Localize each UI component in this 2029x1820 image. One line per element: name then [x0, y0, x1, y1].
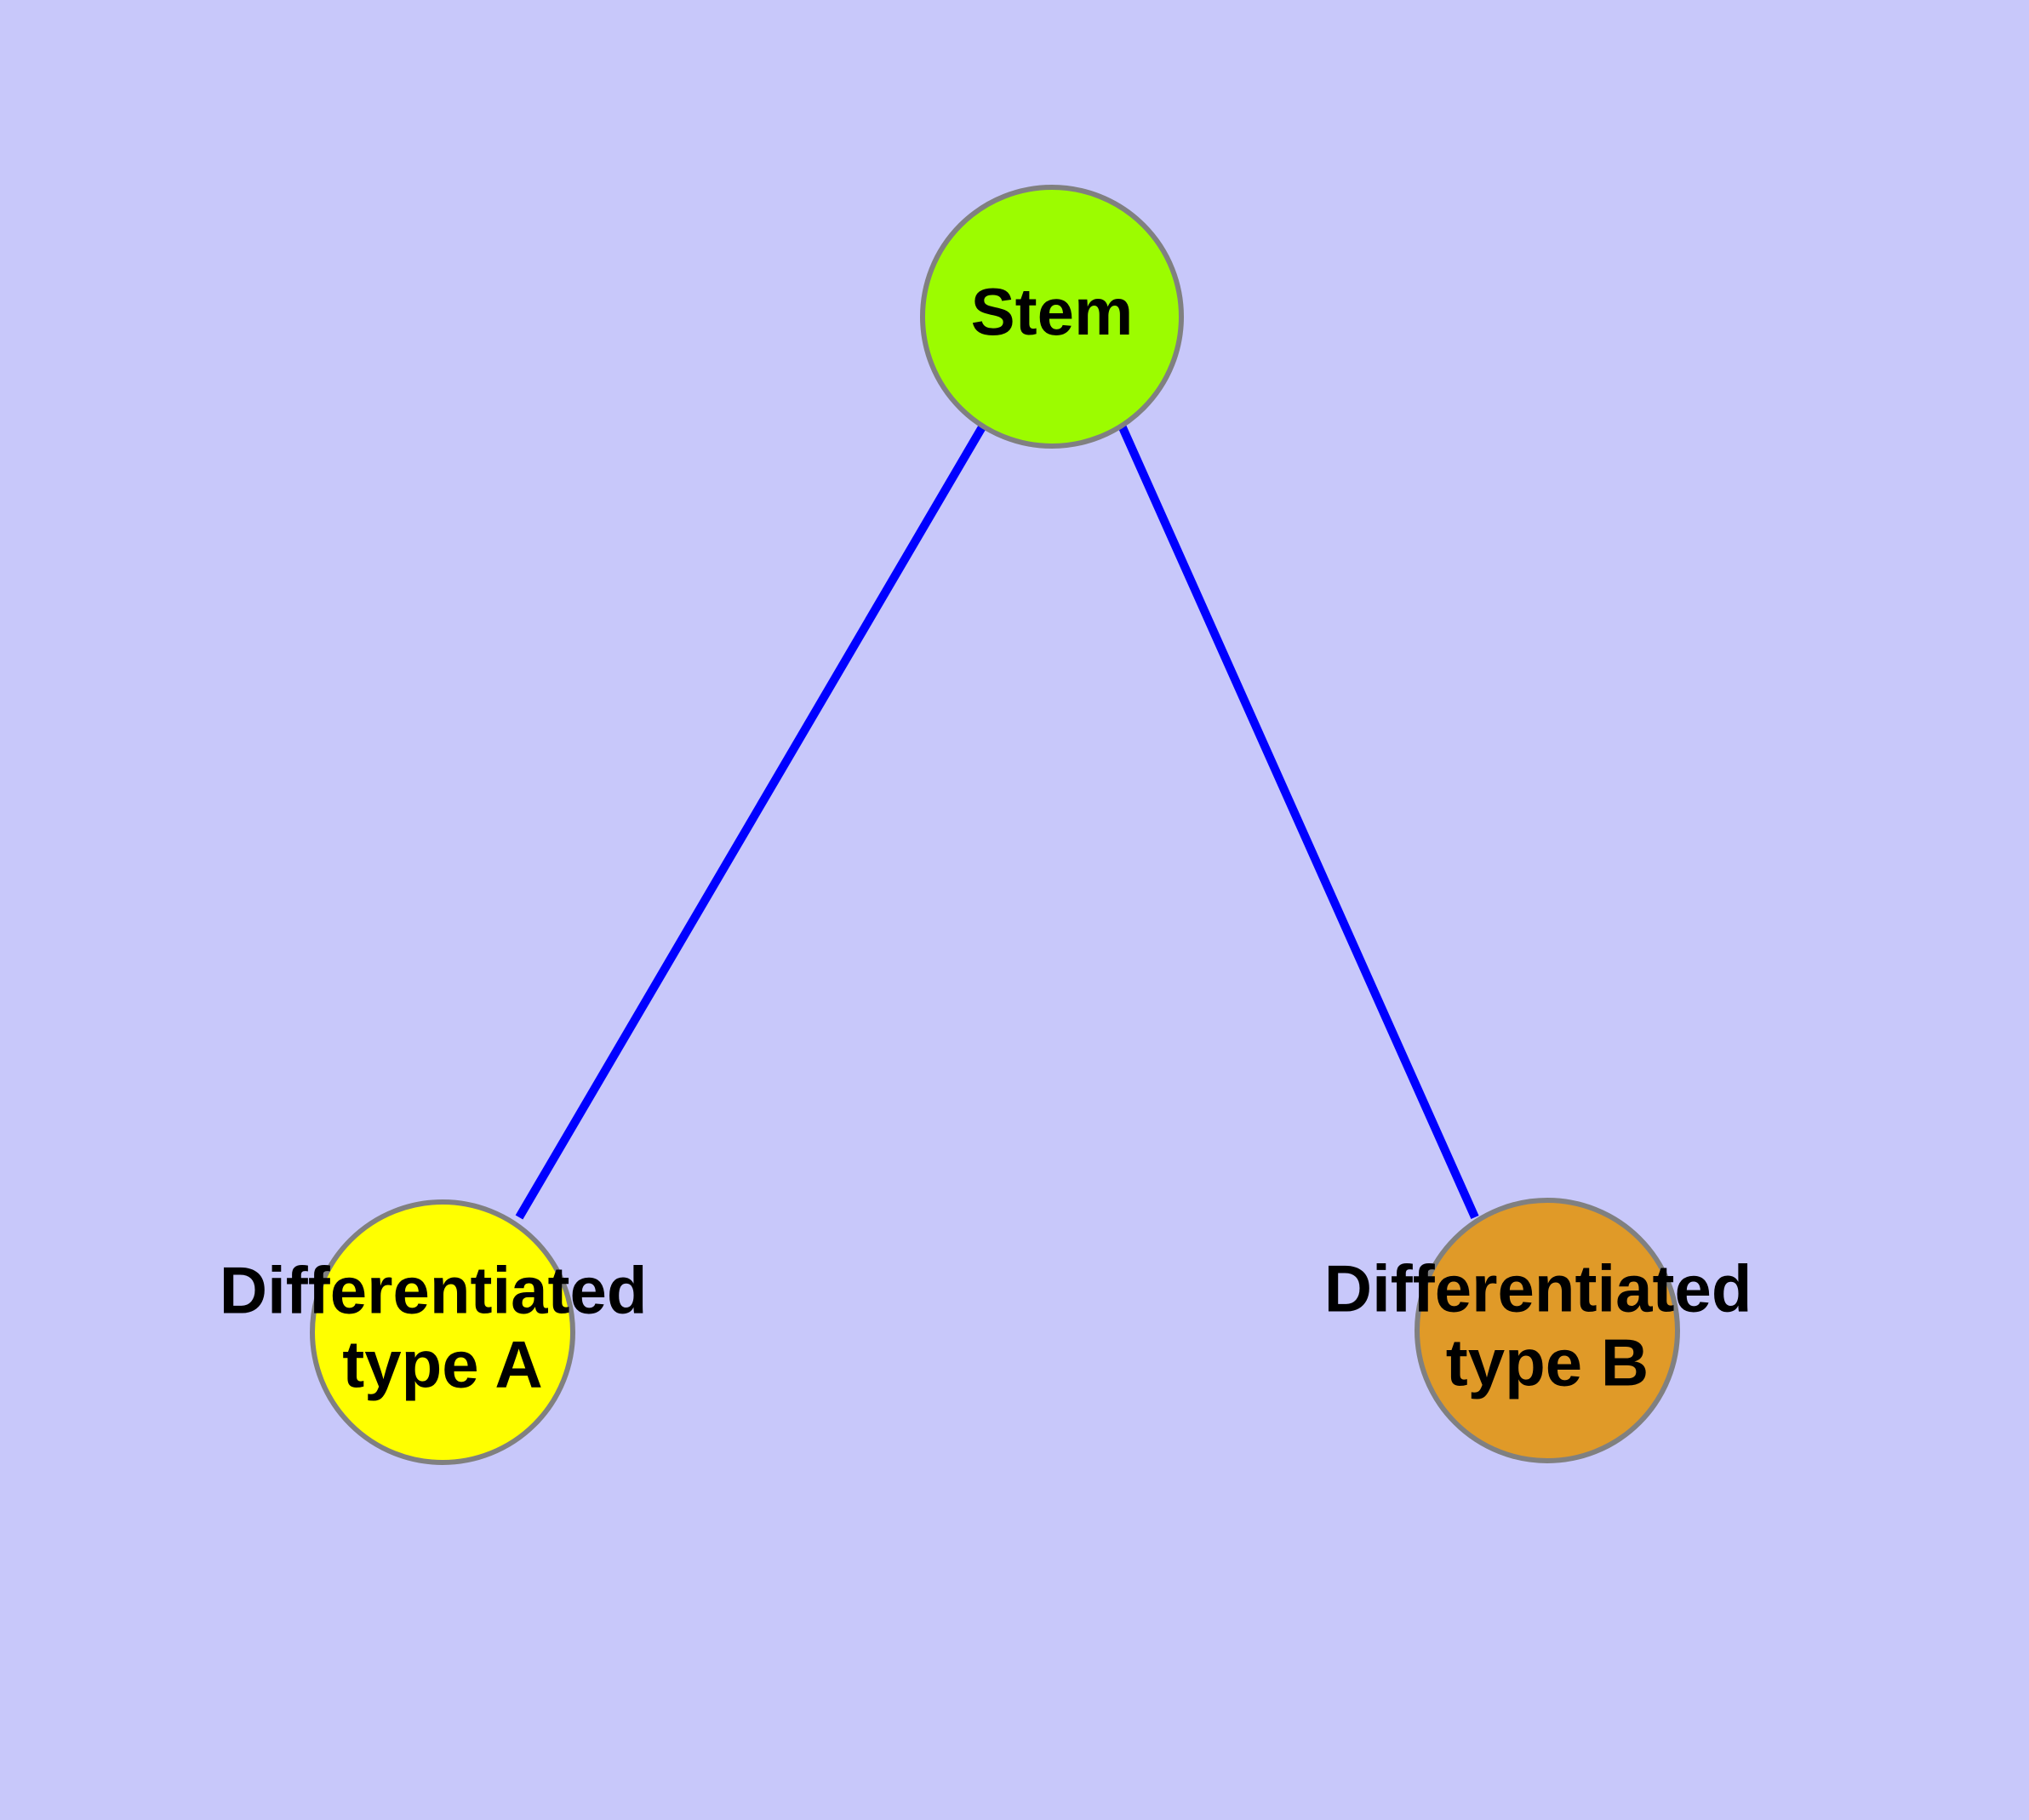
node-differentiated-type-a[interactable]: Differentiated type A	[220, 1199, 666, 1465]
node-label-stem: Stem	[971, 274, 1134, 349]
edge-stem-to-differentiated-type-a	[515, 423, 987, 1220]
edges-group	[515, 423, 1479, 1220]
node-label-differentiated-type-a: Differentiated type A	[220, 1252, 666, 1401]
edge-stem-to-differentiated-type-b	[1117, 423, 1479, 1220]
node-circle-differentiated-type-b[interactable]	[1415, 1198, 1680, 1463]
node-circle-differentiated-type-a[interactable]	[310, 1199, 575, 1465]
node-stem[interactable]: Stem	[920, 185, 1184, 449]
node-circle-stem[interactable]	[920, 185, 1184, 449]
node-differentiated-type-b[interactable]: Differentiated type B	[1324, 1198, 1770, 1463]
nodes-group: Stem Differentiated type A Differentiate…	[220, 185, 1770, 1465]
node-label-differentiated-type-b: Differentiated type B	[1324, 1251, 1770, 1399]
